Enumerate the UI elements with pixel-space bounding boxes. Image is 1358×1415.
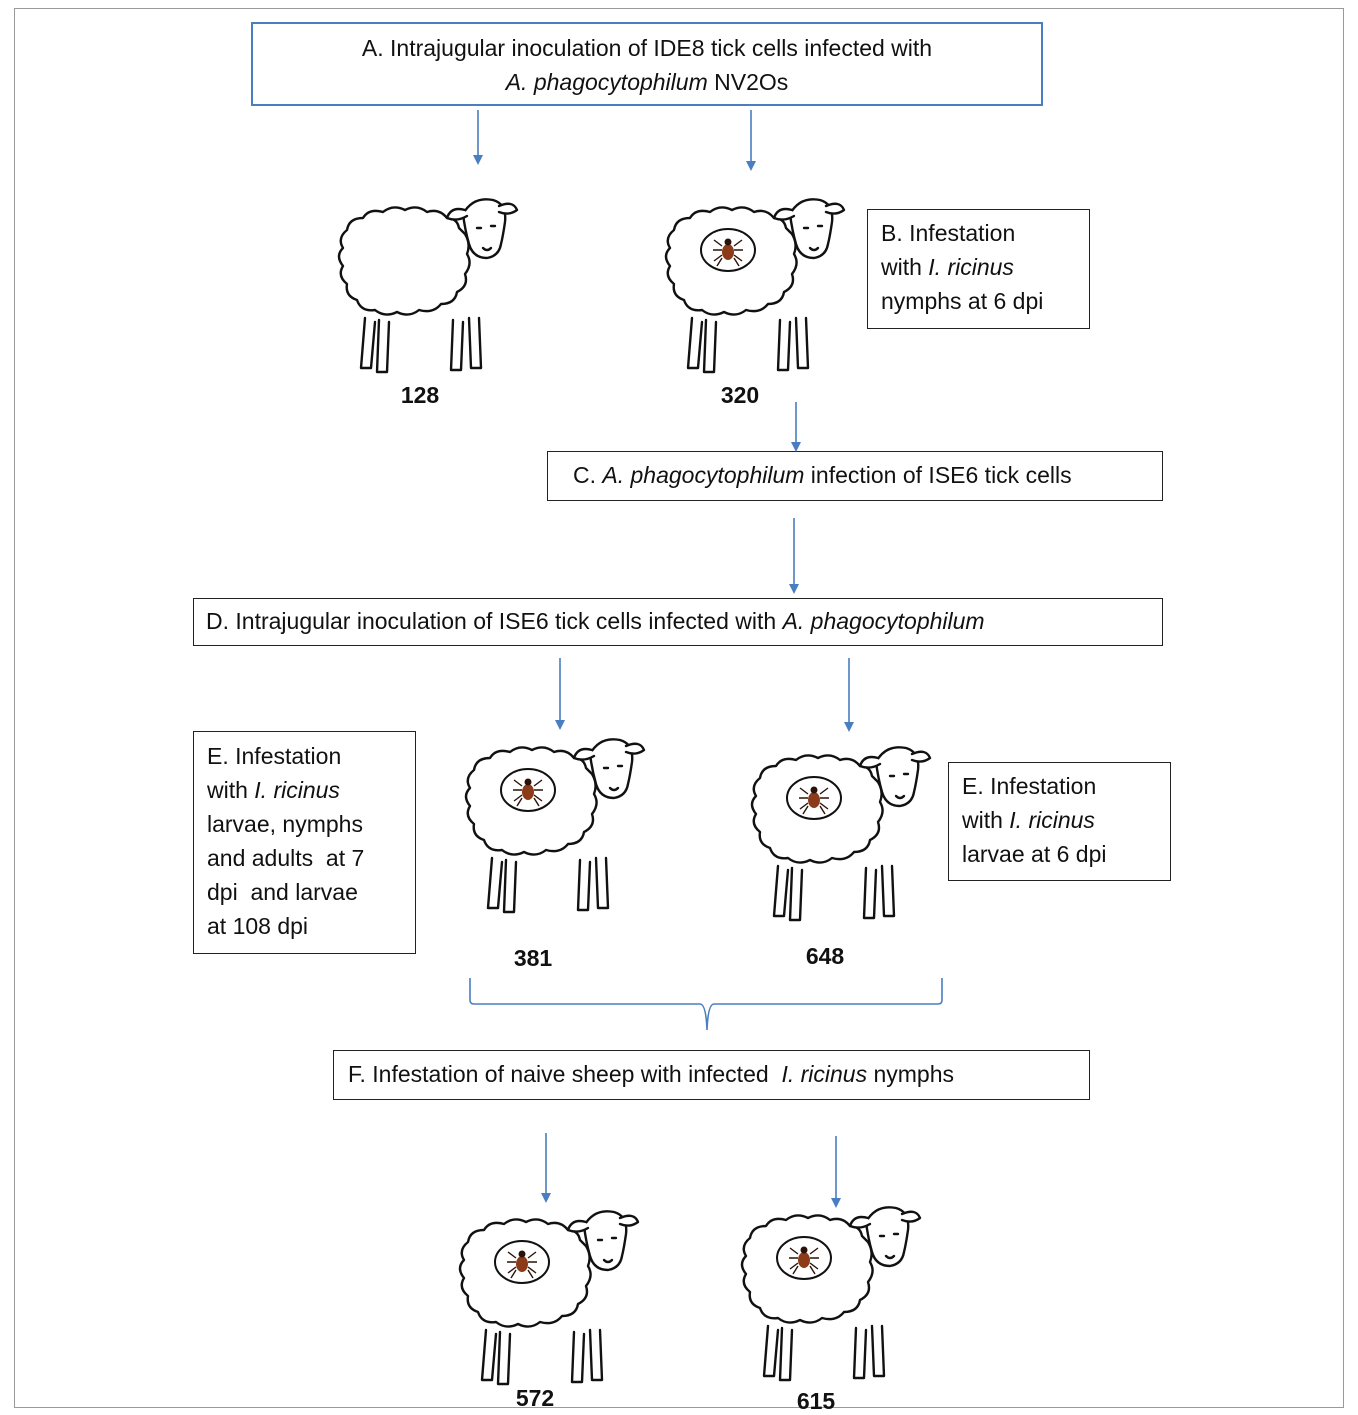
sheep-381-illustration — [464, 738, 646, 914]
sheep-id-label: 615 — [796, 1388, 836, 1414]
step-f-prefix: F. Infestation of naive sheep with infec… — [348, 1061, 782, 1087]
step-f-species: I. ricinus — [781, 1061, 868, 1087]
sheep-id-label: 648 — [805, 943, 845, 969]
step-d-prefix: D. Intrajugular inoculation of ISE6 tick… — [206, 608, 783, 634]
step-f-rest: nymphs — [867, 1061, 955, 1087]
figure-frame — [14, 8, 1344, 1408]
step-b-box: B. Infestation with I. ricinus nymphs at… — [867, 209, 1090, 329]
bracket — [469, 978, 943, 1031]
step-e-right-species: I. ricinus — [1009, 807, 1095, 833]
step-b-line3: nymphs at 6 dpi — [881, 288, 1044, 314]
sheep-id-label: 572 — [515, 1385, 555, 1411]
step-b-species: I. ricinus — [928, 254, 1014, 280]
step-e-left-line4: and adults at 7 — [207, 845, 365, 871]
step-d-organism: A. phagocytophilum — [782, 608, 985, 634]
sheep-id-label: 128 — [400, 382, 440, 408]
step-e-right-line3: larvae at 6 dpi — [962, 841, 1107, 867]
step-a-organism: A. phagocytophilum — [505, 69, 708, 95]
step-e-left-with: with — [207, 777, 255, 803]
step-b-line1: B. Infestation — [881, 220, 1016, 246]
sheep-320-illustration — [664, 198, 846, 374]
step-a-line1: A. Intrajugular inoculation of IDE8 tick… — [361, 35, 933, 61]
step-e-left-line3: larvae, nymphs — [207, 811, 363, 837]
step-e-left-species: I. ricinus — [254, 777, 340, 803]
step-c-box: C. A. phagocytophilum infection of ISE6 … — [547, 451, 1163, 501]
step-b-with: with — [881, 254, 929, 280]
step-e-left-line6: at 108 dpi — [207, 913, 309, 939]
step-e-right-with: with — [962, 807, 1010, 833]
step-f-box: F. Infestation of naive sheep with infec… — [333, 1050, 1090, 1100]
step-e-left-line5: dpi and larvae — [207, 879, 358, 905]
sheep-128-illustration — [337, 198, 519, 374]
step-a-box: A. Intrajugular inoculation of IDE8 tick… — [251, 22, 1043, 106]
step-c-organism: A. phagocytophilum — [602, 462, 805, 488]
sheep-615-illustration — [740, 1206, 922, 1382]
step-e-left-line1: E. Infestation — [207, 743, 342, 769]
step-c-rest: infection of ISE6 tick cells — [804, 462, 1072, 488]
sheep-572-illustration — [458, 1210, 640, 1386]
sheep-id-label: 320 — [720, 382, 760, 408]
step-e-left-box: E. Infestation with I. ricinus larvae, n… — [193, 731, 416, 954]
sheep-id-label: 381 — [513, 945, 553, 971]
step-e-right-line1: E. Infestation — [962, 773, 1097, 799]
step-c-prefix: C. — [573, 462, 603, 488]
step-e-right-box: E. Infestation with I. ricinus larvae at… — [948, 762, 1171, 881]
step-d-box: D. Intrajugular inoculation of ISE6 tick… — [193, 598, 1163, 646]
step-a-strain: NV2Os — [707, 69, 789, 95]
sheep-648-illustration — [750, 746, 932, 922]
